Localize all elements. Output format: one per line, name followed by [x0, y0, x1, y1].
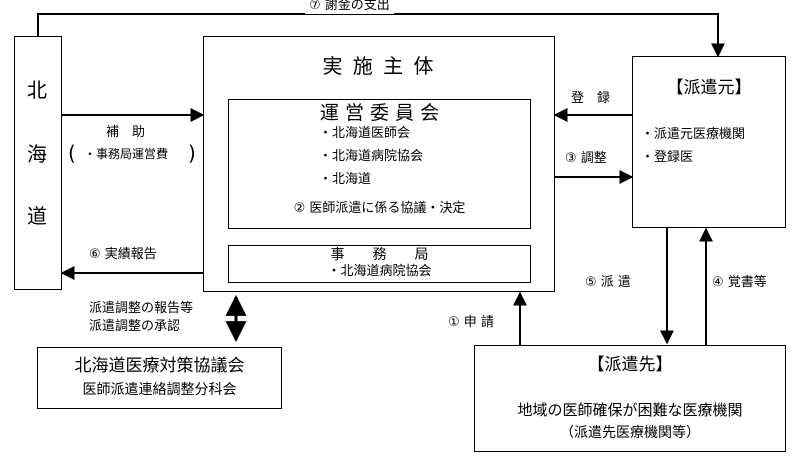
council-title: 北海道医療対策協議会	[74, 356, 245, 376]
secretariat-box: 事 務 局 ・北海道病院協会	[228, 245, 531, 283]
committee-member-3: ・北海道	[319, 172, 372, 187]
label-coordination: ③ 調整	[565, 151, 607, 166]
hokkaido-char-1: 北	[27, 78, 47, 102]
hokkaido-char-3: 道	[27, 204, 47, 228]
paren-open: (	[68, 141, 76, 165]
recipient-subtitle: （派遣先医療機関等）	[560, 425, 700, 441]
dispatcher-title: 【派遣元】	[666, 78, 752, 98]
committee-title: 運 営 委 員 会	[319, 102, 440, 124]
label-council-approval: 派遣調整の承認	[89, 319, 181, 334]
council-subtitle: 医師派遣連絡調整分科会	[82, 382, 237, 398]
payment-arrow	[37, 13, 725, 58]
secretariat-member: ・北海道病院協会	[327, 264, 432, 279]
label-dispatch: ⑤ 派 遣	[585, 275, 631, 290]
label-report: ⑥ 実績報告	[89, 247, 157, 262]
hokkaido-box: 北 海 道	[14, 36, 62, 290]
committee-box: 運 営 委 員 会 ・北海道医師会 ・北海道病院協会 ・北海道 ② 医師派遣に係…	[228, 99, 531, 229]
hokkaido-char-2: 海	[27, 142, 47, 166]
label-application: ① 申 請	[448, 315, 494, 330]
dispatcher-item-1: ・派遣元医療機関	[641, 127, 746, 142]
committee-decision: ② 医師派遣に係る協議・決定	[293, 201, 466, 216]
implementing-body-title: 実 施 主 体	[322, 54, 436, 78]
paren-close: )	[188, 141, 196, 165]
label-subsidy-item: ・事務局運営費	[84, 147, 169, 161]
implementing-body-box: 実 施 主 体 運 営 委 員 会 ・北海道医師会 ・北海道病院協会 ・北海道 …	[203, 36, 555, 292]
council-box: 北海道医療対策協議会 医師派遣連絡調整分科会	[37, 347, 282, 409]
dispatcher-item-2: ・登録医	[641, 150, 694, 165]
label-memorandum: ④ 覚書等	[712, 275, 767, 290]
recipient-title: 【派遣先】	[587, 355, 673, 375]
committee-member-1: ・北海道医師会	[319, 126, 411, 141]
label-registration: 登 録	[571, 91, 611, 106]
label-payment: ⑦ 謝金の支出	[305, 0, 394, 14]
label-subsidy: 補 助	[106, 125, 146, 140]
recipient-description: 地域の医師確保が困難な医療機関	[517, 401, 743, 419]
dispatcher-box: 【派遣元】 ・派遣元医療機関 ・登録医	[632, 56, 786, 228]
label-council-report: 派遣調整の報告等	[89, 301, 194, 316]
committee-member-2: ・北海道病院協会	[319, 149, 424, 164]
secretariat-title: 事 務 局	[330, 247, 429, 263]
recipient-box: 【派遣先】 地域の医師確保が困難な医療機関 （派遣先医療機関等）	[474, 345, 786, 452]
